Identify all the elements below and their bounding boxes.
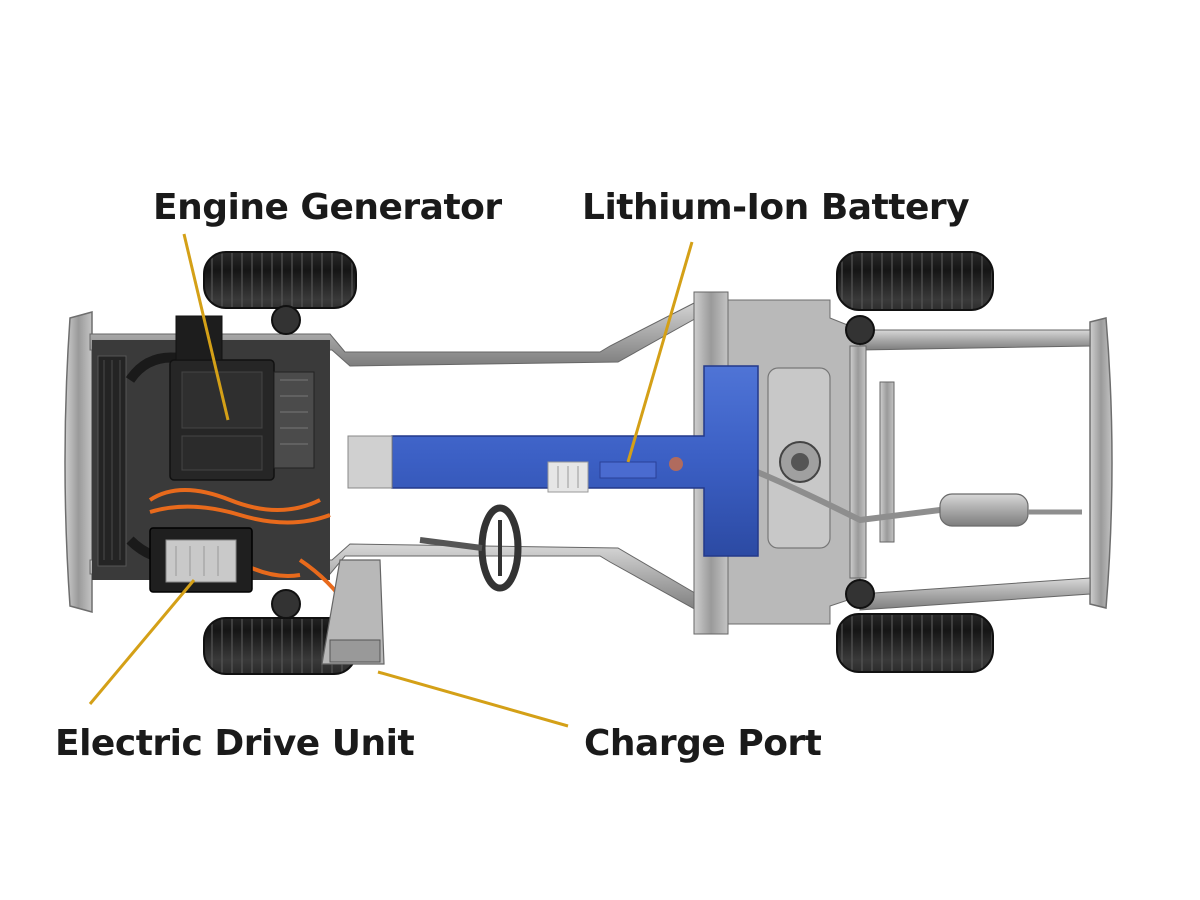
rear-right-tire xyxy=(836,613,994,673)
front-left-tire xyxy=(203,251,357,309)
electric-drive-unit-label: Electric Drive Unit xyxy=(55,723,415,764)
lithium-ion-battery-callout-line xyxy=(626,241,694,463)
front-bumper xyxy=(64,311,93,613)
rear-right-hub xyxy=(845,579,875,609)
electric-drive-unit-callout-line xyxy=(88,579,196,705)
rear-left-hub xyxy=(845,315,875,345)
engine-generator-label: Engine Generator xyxy=(153,187,502,228)
charge-port-label: Charge Port xyxy=(584,723,822,764)
engine-generator xyxy=(169,315,315,481)
front-right-hub xyxy=(271,589,301,619)
fuel-tank xyxy=(767,367,831,549)
engine-generator-callout-line xyxy=(182,233,230,421)
steering-wheel xyxy=(419,504,522,592)
charge-port xyxy=(321,559,385,665)
rear-left-tire xyxy=(836,251,994,311)
charge-port-callout-line xyxy=(377,670,569,728)
electric-drive-unit xyxy=(149,527,253,593)
lithium-ion-battery-label: Lithium-Ion Battery xyxy=(582,187,970,228)
lithium-ion-battery xyxy=(347,365,759,557)
front-left-hub xyxy=(271,305,301,335)
rear-bumper xyxy=(1089,317,1113,609)
